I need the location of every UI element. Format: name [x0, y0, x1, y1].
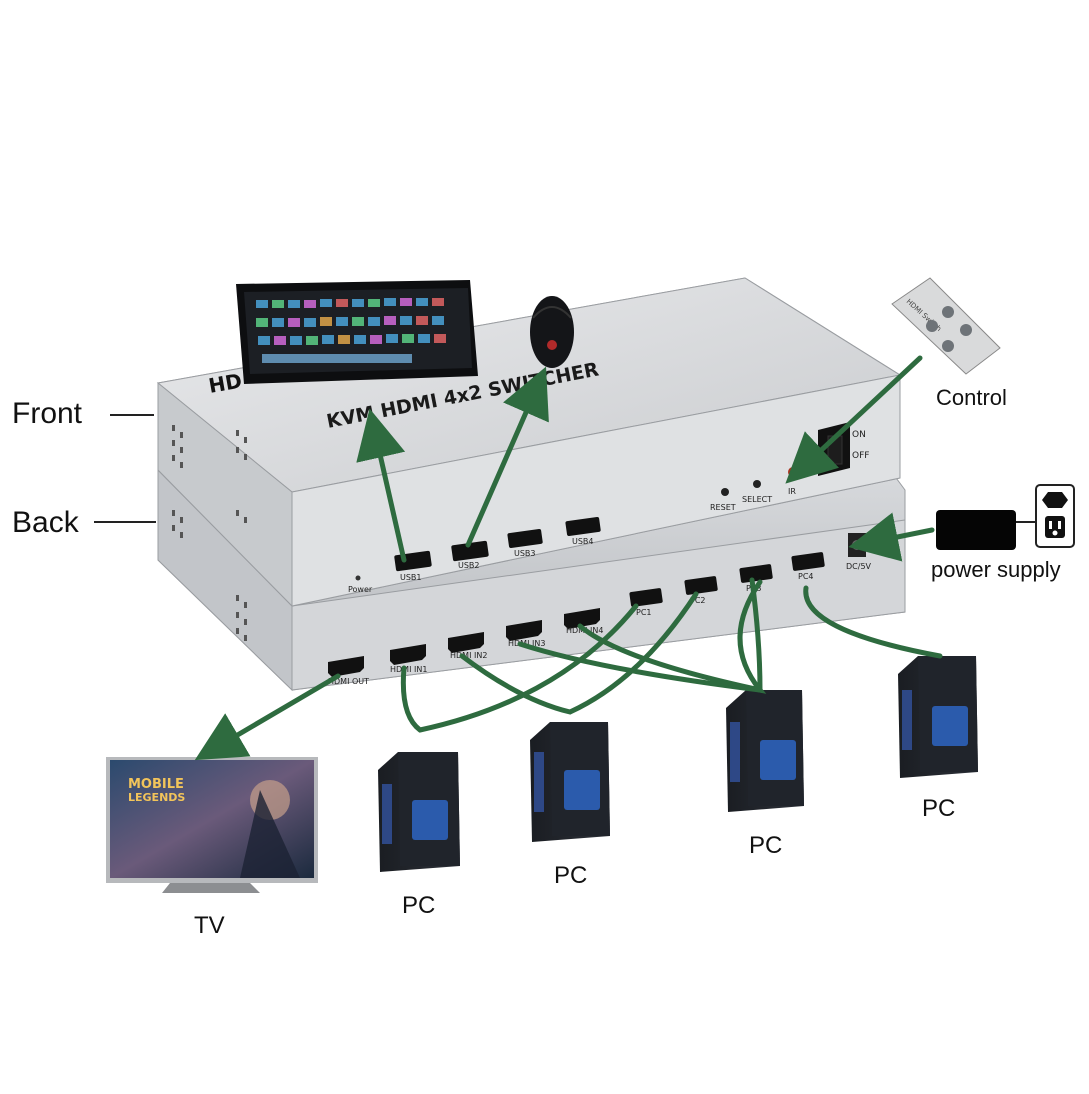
- svg-text:DC/5V: DC/5V: [846, 562, 872, 571]
- hdmi-in1-port[interactable]: HDMI IN1: [390, 644, 427, 674]
- usb-port-pc2[interactable]: PC2: [684, 576, 718, 605]
- reset-button[interactable]: RESET: [710, 488, 736, 512]
- tv-label: TV: [194, 912, 225, 939]
- usb-port-usb4[interactable]: USB4: [565, 516, 601, 546]
- svg-text:HDMI IN3: HDMI IN3: [508, 639, 545, 648]
- arrow-usb1-to-keyboard: [356, 408, 407, 563]
- svg-text:PC2: PC2: [690, 596, 706, 605]
- control-label: Control: [936, 385, 1007, 410]
- cable-pc1: [400, 603, 639, 733]
- select-button[interactable]: SELECT: [742, 480, 772, 504]
- svg-text:HDMI IN1: HDMI IN1: [390, 665, 427, 674]
- front-label-leader: [110, 414, 154, 416]
- svg-text:PC1: PC1: [636, 608, 652, 617]
- usb-port-pc1[interactable]: PC1: [629, 588, 663, 617]
- remote-control-image: HDMI Switch: [891, 277, 1001, 375]
- wall-outlet-icon: [1035, 484, 1075, 548]
- usb-port-pc4[interactable]: PC4: [791, 552, 825, 581]
- svg-text:USB2: USB2: [458, 561, 480, 570]
- cable-pc3: [517, 577, 763, 693]
- back-label: Back: [12, 506, 79, 539]
- mouse-image: [530, 296, 574, 368]
- front-usb-ports: USB1 USB2 USB3 USB4 Power: [348, 516, 601, 594]
- arrow-remote-to-ir: [785, 355, 923, 484]
- hdmi-in2-port[interactable]: HDMI IN2: [448, 632, 487, 660]
- svg-text:Power: Power: [348, 585, 373, 594]
- svg-text:USB1: USB1: [400, 573, 422, 582]
- cable-pc4: [577, 579, 943, 694]
- tv-image: MOBILE LEGENDS: [106, 757, 318, 893]
- arrow-hdmi-out-to-tv: [194, 673, 341, 761]
- power-led: Power: [348, 575, 373, 594]
- pc-tower-3: [726, 690, 804, 812]
- hdmi-out-port[interactable]: HDMI OUT: [328, 656, 369, 686]
- connection-lines: [194, 355, 943, 761]
- pc-label-2: PC: [554, 862, 588, 889]
- hdmi-in3-port[interactable]: HDMI IN3: [506, 620, 545, 648]
- svg-text:SELECT: SELECT: [742, 495, 772, 504]
- back-label-leader: [94, 521, 156, 523]
- svg-text:HDMI OUT: HDMI OUT: [328, 677, 369, 686]
- keyboard-image: [236, 280, 478, 384]
- pc-label-4: PC: [922, 795, 956, 822]
- front-label: Front: [12, 397, 83, 430]
- vent-holes: [172, 425, 247, 641]
- arrow-power-to-dc: [848, 512, 935, 562]
- pc-label-3: PC: [749, 832, 783, 859]
- pc-tower-4: [898, 656, 978, 778]
- cable-pc2: [459, 591, 699, 715]
- svg-text:USB3: USB3: [514, 549, 536, 558]
- svg-text:OFF: OFF: [852, 451, 869, 461]
- svg-text:RESET: RESET: [710, 503, 736, 512]
- power-adapter-image: [936, 510, 1040, 550]
- usb-port-usb2[interactable]: USB2: [451, 540, 489, 570]
- power-supply-label: power supply: [931, 557, 1061, 582]
- usb-port-usb3[interactable]: USB3: [507, 528, 543, 558]
- svg-text:HDMI IN2: HDMI IN2: [450, 651, 487, 660]
- svg-text:PC4: PC4: [798, 572, 814, 581]
- arrow-usb2-to-mouse: [465, 366, 549, 548]
- pc-tower-1: [378, 752, 460, 872]
- svg-text:USB4: USB4: [572, 537, 594, 546]
- tv-game-logo-line1: MOBILE: [128, 777, 184, 792]
- pc-label-1: PC: [402, 892, 436, 919]
- svg-text:ON: ON: [852, 430, 866, 440]
- svg-text:IR: IR: [788, 487, 796, 496]
- pc-tower-2: [530, 722, 610, 842]
- device-brand: HD: [207, 368, 244, 397]
- tv-game-logo-line2: LEGENDS: [128, 791, 185, 804]
